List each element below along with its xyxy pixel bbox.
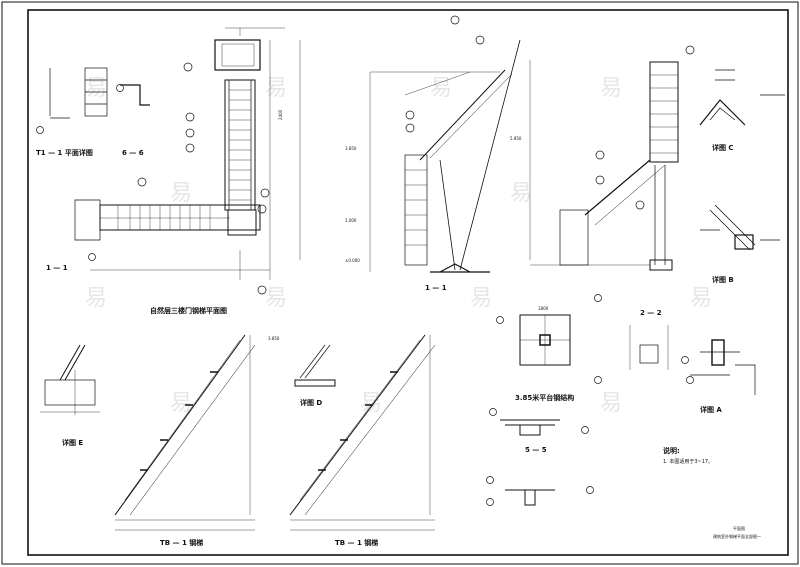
inner-frame [27, 9, 789, 556]
elev-000: ±0.000 [345, 258, 360, 263]
svg-text:易: 易 [360, 391, 382, 416]
detail-d [294, 344, 336, 387]
label-detail-b: 详图 B [712, 275, 734, 284]
svg-text:易: 易 [170, 181, 192, 206]
label-detail-a: 详图 A [700, 405, 722, 414]
title-block-line-1: 平面图 [733, 525, 745, 531]
label-tb1-left: TB — 1 钢梯 [160, 538, 203, 547]
label-1-1-section: 1 — 1 [425, 284, 447, 292]
tb1-stair-right [289, 334, 436, 531]
label-6-6: 6 — 6 [122, 149, 144, 157]
plan-title: 自然层三楼门钢梯平面图 [150, 306, 227, 315]
platform-dim: 1800 [538, 306, 549, 311]
section-2-2 [629, 325, 669, 370]
tb1-left-elev: 3.850 [268, 336, 280, 341]
detail-e [40, 344, 100, 415]
svg-text:易: 易 [85, 76, 107, 101]
platform-plan: 1800 [496, 294, 602, 384]
tb1-stair-left: 3.850 [114, 334, 280, 531]
svg-text:易: 易 [265, 76, 287, 101]
svg-text:易: 易 [600, 76, 622, 101]
svg-text:易: 易 [85, 286, 107, 311]
notes-line-1: 1. 本图适用于3~17。 [663, 458, 713, 465]
detail-t1 [36, 67, 150, 261]
elev-385: 3.850 [345, 146, 357, 151]
elevation-right: 5.850 [510, 45, 695, 271]
label-tb1-right: TB — 1 钢梯 [335, 538, 378, 547]
svg-text:易: 易 [510, 181, 532, 206]
svg-text:易: 易 [430, 76, 452, 101]
svg-text:易: 易 [600, 391, 622, 416]
title-block-line-2: 建筑室外钢梯平面全部图一 [713, 533, 761, 539]
section-1-1: 3.850 1.000 ±0.000 [345, 15, 521, 273]
detail-a [681, 339, 756, 395]
detail-b [700, 204, 780, 251]
label-5-5: 5 — 5 [525, 446, 547, 454]
notes-heading: 说明: [663, 446, 680, 455]
label-t1-1: T1 — 1 平面详图 [36, 148, 93, 157]
label-detail-d: 详图 D [300, 398, 322, 407]
notes: 说明: 1. 本图适用于3~17。 [663, 446, 713, 465]
elev-100: 1.000 [345, 218, 357, 223]
title-block: 平面图 建筑室外钢梯平面全部图一 [713, 525, 761, 539]
label-detail-c: 详图 C [712, 143, 734, 152]
elev-585: 5.850 [510, 136, 522, 141]
svg-text:易: 易 [265, 286, 287, 311]
svg-text:易: 易 [690, 286, 712, 311]
label-detail-e: 详图 E [62, 438, 83, 447]
section-5-5 [489, 408, 589, 436]
label-t1-1b: 1 — 1 [46, 264, 68, 272]
svg-text:易: 易 [470, 286, 492, 311]
detail-c [699, 69, 785, 126]
label-platform: 3.85米平台钢结构 [515, 393, 574, 402]
stair-plan: 2400 [90, 27, 301, 295]
plan-dim: 2400 [278, 109, 283, 120]
label-2-2: 2 — 2 [640, 309, 662, 317]
svg-text:易: 易 [170, 391, 192, 416]
watermark: 易易易易 易易 易易易易 易易易 [85, 76, 712, 416]
section-bottom-detail [486, 476, 594, 506]
